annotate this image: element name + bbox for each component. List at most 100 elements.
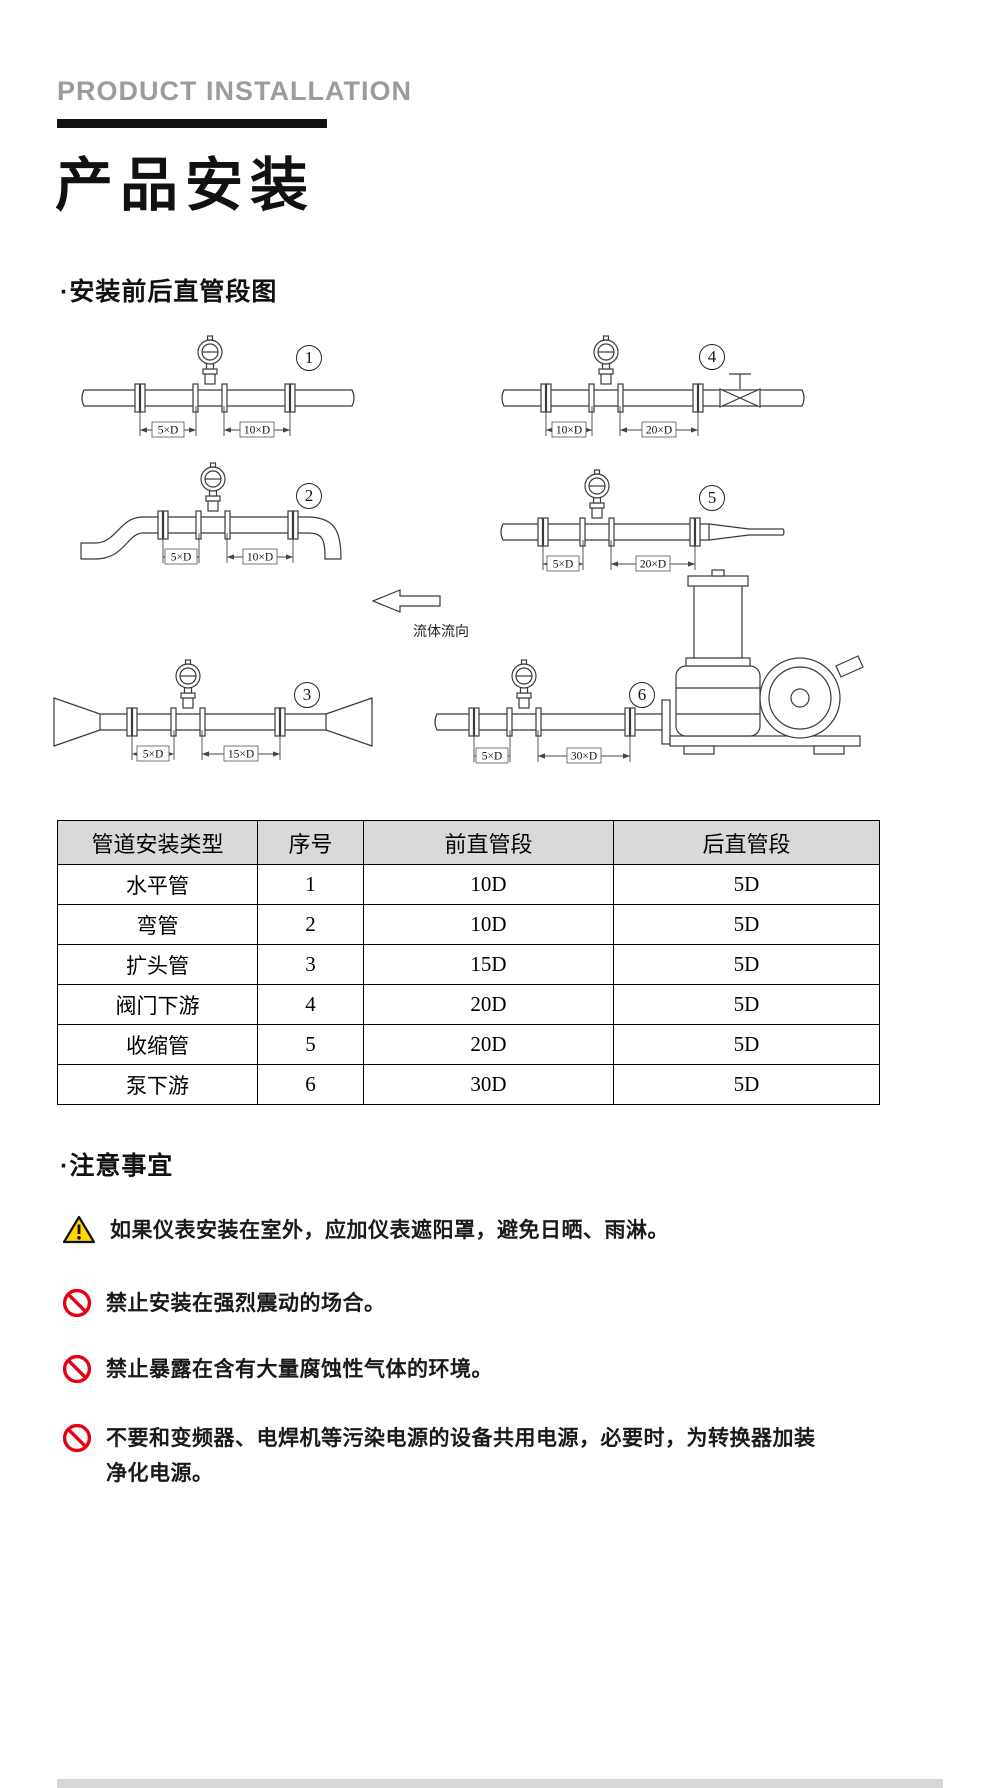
eyebrow-text: PRODUCT INSTALLATION <box>57 76 412 106</box>
no-entry-icon <box>62 1288 92 1318</box>
title-underline-bar <box>57 119 327 128</box>
flow-meter-icon <box>588 335 624 413</box>
table-row: 弯管 2 10D 5D <box>57 904 880 945</box>
table-cell: 20D <box>363 984 614 1025</box>
table-cell: 10D <box>363 904 614 945</box>
table-header-cell: 管道安装类型 <box>57 820 258 865</box>
note-text: 禁止安装在强烈震动的场合。 <box>106 1292 386 1315</box>
footer-divider-bar <box>57 1779 943 1788</box>
flow-meter-icon <box>579 469 615 547</box>
diagram-number-badge: 4 <box>699 344 725 370</box>
table-row: 扩头管 3 15D 5D <box>57 944 880 985</box>
dimension-label: 5×D <box>171 552 192 564</box>
note-text: 禁止暴露在含有大量腐蚀性气体的环境。 <box>106 1358 493 1381</box>
table-cell: 扩头管 <box>57 944 258 985</box>
valve-icon <box>719 373 761 408</box>
dimension-rear: 10×D <box>545 406 593 438</box>
dimension-label: 10×D <box>244 425 270 437</box>
pipe <box>501 389 805 407</box>
dimension-label: 5×D <box>482 751 503 763</box>
diagram-expanded-pipe: 5×D 15×D <box>48 659 378 778</box>
dimension-label: 20×D <box>640 559 666 571</box>
table-cell: 5D <box>613 984 880 1025</box>
dimension-label: 15×D <box>228 749 254 761</box>
diagram-number-badge: 1 <box>296 345 322 371</box>
dimension-label: 5×D <box>158 425 179 437</box>
table-cell: 弯管 <box>57 904 258 945</box>
dimension-rear: 5×D <box>139 406 197 438</box>
diagram-number: 3 <box>302 685 312 704</box>
dimension-front: 10×D <box>226 533 294 565</box>
pipe <box>53 697 373 747</box>
dimension-label: 20×D <box>646 425 672 437</box>
dimension-rear: 5×D <box>473 730 511 764</box>
diagram-reducer-pipe: 5×D 20×D <box>497 469 787 588</box>
table-cell: 5D <box>613 904 880 945</box>
warning-triangle-icon <box>62 1215 96 1244</box>
table-cell: 10D <box>363 864 614 905</box>
no-entry-icon <box>62 1354 92 1384</box>
diagram-horizontal-pipe: 5×D 10×D <box>78 335 358 454</box>
table-cell: 4 <box>257 984 364 1025</box>
table-header-cell: 前直管段 <box>363 820 614 865</box>
table-cell: 1 <box>257 864 364 905</box>
diagram-1-drawing: 5×D 10×D <box>81 335 355 438</box>
flow-direction-arrow-icon <box>370 588 442 614</box>
flow-meter-icon <box>192 335 228 413</box>
dimension-front: 10×D <box>223 406 291 438</box>
table-row: 阀门下游 4 20D 5D <box>57 984 880 1025</box>
straight-pipe-table: 管道安装类型 序号 前直管段 后直管段 水平管 1 10D 5D 弯管 2 10… <box>57 820 880 1105</box>
flow-meter-icon <box>506 659 542 737</box>
dimension-rear: 5×D <box>162 533 200 565</box>
diagram-section-heading: ·安装前后直管段图 <box>60 278 278 306</box>
flow-direction-label: 流体流向 <box>413 625 469 640</box>
diagram-number-badge: 5 <box>699 485 725 511</box>
table-row: 收缩管 5 20D 5D <box>57 1024 880 1065</box>
flow-meter-icon <box>195 462 231 540</box>
table-row: 水平管 1 10D 5D <box>57 864 880 905</box>
diagram-number-badge: 2 <box>296 483 322 509</box>
diagram-number: 2 <box>304 486 314 505</box>
table-cell: 5D <box>613 864 880 905</box>
table-cell: 5D <box>613 1024 880 1065</box>
diagram-number: 5 <box>707 488 717 507</box>
diagram-4-drawing: 10×D 20×D <box>501 335 805 438</box>
table-header-cell: 后直管段 <box>613 820 880 865</box>
dimension-rear: 5×D <box>542 540 584 572</box>
note-item: 禁止安装在强烈震动的场合。 <box>62 1287 386 1322</box>
diagram-number: 1 <box>304 348 314 367</box>
diagram-5-drawing: 5×D 20×D <box>500 469 785 572</box>
table-cell: 5D <box>613 1064 880 1105</box>
dimension-front: 20×D <box>619 406 699 438</box>
diagram-number-badge: 3 <box>294 682 320 708</box>
table-cell: 15D <box>363 944 614 985</box>
table-cell: 6 <box>257 1064 364 1105</box>
table-cell: 30D <box>363 1064 614 1105</box>
no-entry-icon <box>62 1423 92 1453</box>
table-header-cell: 序号 <box>257 820 364 865</box>
pipe <box>81 389 355 407</box>
table-cell: 收缩管 <box>57 1024 258 1065</box>
pipe <box>80 516 342 560</box>
diagram-number: 6 <box>637 685 647 704</box>
note-text: 不要和变频器、电焊机等污染电源的设备共用电源，必要时，为转换器加装净化电源。 <box>106 1427 816 1485</box>
pump-icon <box>661 569 864 755</box>
dimension-front: 30×D <box>537 730 631 764</box>
dimension-label: 10×D <box>247 552 273 564</box>
diagram-valve-downstream: 10×D 20×D <box>498 335 808 454</box>
table-row: 泵下游 6 30D 5D <box>57 1064 880 1105</box>
flow-meter-icon <box>170 659 206 737</box>
table-cell: 5 <box>257 1024 364 1065</box>
table-cell: 2 <box>257 904 364 945</box>
diagram-6-drawing: 5×D 30×D <box>434 569 864 764</box>
diagram-number: 4 <box>707 347 717 366</box>
note-item: 禁止暴露在含有大量腐蚀性气体的环境。 <box>62 1353 493 1388</box>
dimension-label: 5×D <box>553 559 574 571</box>
table-header-row: 管道安装类型 序号 前直管段 后直管段 <box>57 820 880 865</box>
diagram-3-drawing: 5×D 15×D <box>53 659 373 762</box>
table-cell: 水平管 <box>57 864 258 905</box>
page-title: 产品安装 <box>55 153 316 218</box>
dimension-label: 10×D <box>556 425 582 437</box>
pipe <box>500 523 785 541</box>
